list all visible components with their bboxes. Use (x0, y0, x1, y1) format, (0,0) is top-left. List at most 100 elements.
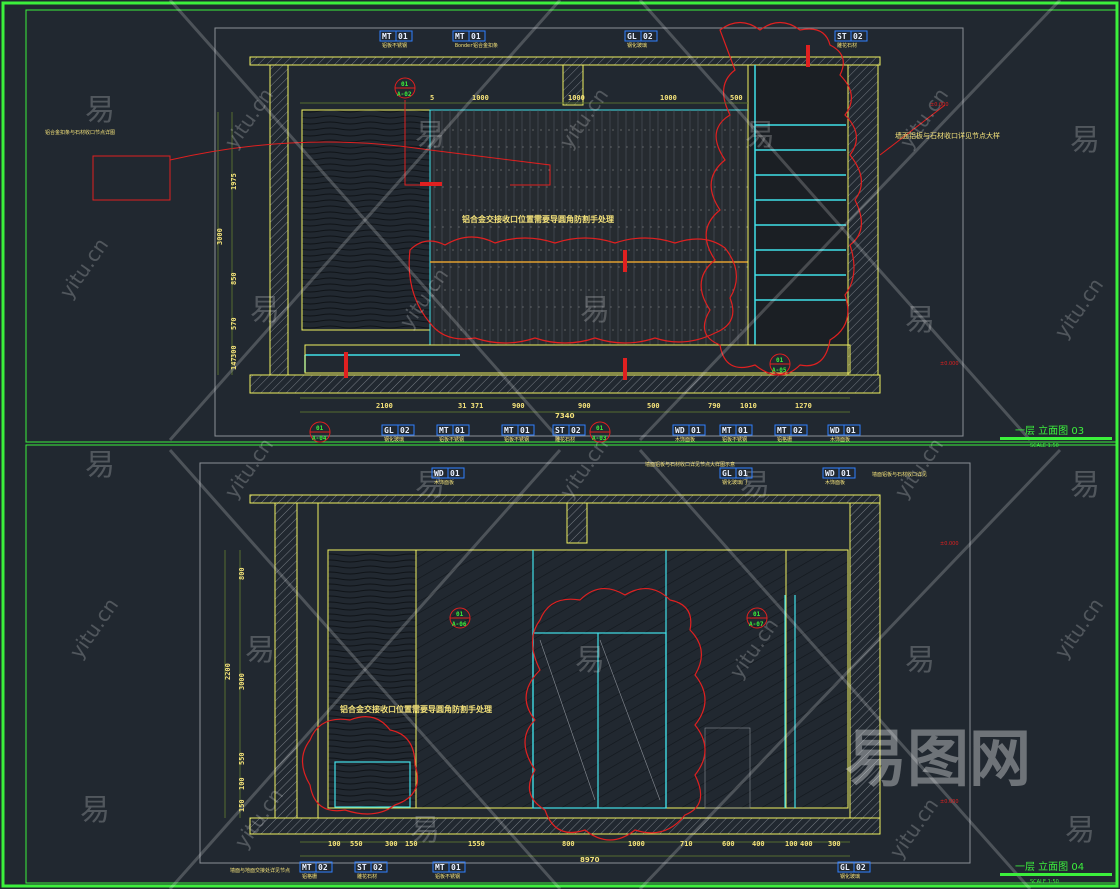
top-level: ±0.000 (930, 102, 949, 108)
watermark-glyph: 易 (1065, 813, 1095, 848)
bottom-dim: 2100 (376, 402, 393, 410)
section-number: 01 (776, 357, 784, 364)
elevation-04-scale: SCALE 1:50 (1030, 879, 1059, 885)
side-dim: 1975 (230, 173, 238, 190)
watermark-glyph: 易 (250, 293, 280, 328)
material-number: 02 (643, 32, 653, 41)
material-desc: 木饰面板 (830, 436, 850, 443)
watermark-glyph: 易 (80, 793, 110, 828)
section-marker[interactable]: 01A-07 (746, 607, 768, 629)
bottom-top-note: 墙面铝板与石材收口详见节点大样图示意 (645, 461, 735, 468)
section-number: 01 (596, 425, 604, 432)
bottom-dim: 300 (385, 840, 398, 848)
material-desc: 铝板不锈钢 (722, 436, 747, 443)
bottom-dim: 100 (328, 840, 341, 848)
material-number: 01 (455, 426, 465, 435)
material-desc: 木饰面板 (825, 479, 845, 486)
title-block-04: 一层 立面图 04 SCALE 1:50 (1000, 860, 1112, 885)
stone-panel (430, 110, 748, 345)
material-number: 01 (841, 469, 851, 478)
section-sheet: A-02 (397, 91, 412, 98)
top-right-note: 墙面铝板与石材收口详见节点大样 (895, 131, 1000, 140)
watermark-glyph: 易 (580, 293, 610, 328)
section-marker[interactable]: 01A-04 (309, 421, 331, 443)
bottom-dim: 1000 (628, 840, 645, 848)
material-number: 01 (691, 426, 701, 435)
section-number: 01 (316, 425, 324, 432)
elevation-03 (92, 21, 946, 413)
material-desc: 铝格栅 (777, 436, 792, 443)
section-sheet: A-05 (772, 367, 787, 374)
watermark-glyph: 易 (245, 633, 275, 668)
material-code: ST (555, 426, 565, 435)
material-code: GL (840, 863, 850, 872)
elevation-03-title: 一层 立面图 03 (1015, 424, 1084, 437)
watermark-site: yitu.cn (554, 433, 613, 502)
material-desc: 雕花石材 (555, 436, 575, 443)
section-number: 01 (456, 611, 464, 618)
material-code: WD (434, 469, 444, 478)
section-marker[interactable]: 01A-03 (589, 421, 611, 443)
bottom-dim: 900 (578, 402, 591, 410)
section-marker[interactable]: 01A-02 (394, 77, 416, 99)
bottom-dim: 900 (512, 402, 525, 410)
section-marker[interactable]: 01A-05 (769, 353, 791, 375)
material-number: 02 (318, 863, 328, 872)
side-dim: 800 (238, 567, 246, 580)
watermark-glyph: 易 (415, 118, 445, 153)
material-code: WD (825, 469, 835, 478)
material-number: 02 (853, 32, 863, 41)
material-number: 01 (398, 32, 408, 41)
side-dim: 300 (230, 345, 238, 358)
side-dim: 100 (238, 777, 246, 790)
bottom-dim: 500 (647, 402, 660, 410)
material-desc: 铝板不锈钢 (504, 436, 529, 443)
elevation-04-title: 一层 立面图 04 (1015, 860, 1084, 873)
bottom-dim: 1550 (468, 840, 485, 848)
material-desc: 铝板不锈钢 (382, 42, 407, 49)
material-code: MT (777, 426, 787, 435)
section-number: 01 (753, 611, 761, 618)
material-desc: 雕花石材 (837, 42, 857, 49)
top-total-dim: 7340 (555, 412, 575, 420)
material-desc: 雕花石材 (357, 873, 377, 880)
material-number: 02 (400, 426, 410, 435)
material-code: GL (627, 32, 637, 41)
top-dim: 5 (430, 94, 434, 102)
bottom-dim: 100 (785, 840, 798, 848)
watermark-glyph: 易 (415, 468, 445, 503)
top-dim: 1000 (568, 94, 585, 102)
watermark-site: yitu.cn (54, 233, 113, 302)
section-marker[interactable]: 01A-06 (449, 607, 471, 629)
top-side-note: 铝合金扣条与石材收口节点详图 (45, 129, 115, 136)
material-code: MT (435, 863, 445, 872)
watermark-glyph: 易 (905, 643, 935, 678)
side-dim: 850 (230, 272, 238, 285)
watermark-glyph: 易 (1070, 123, 1100, 158)
material-code: MT (504, 426, 514, 435)
material-desc: 钢化玻璃 (627, 42, 647, 49)
material-desc: 铝板不锈钢 (435, 873, 460, 880)
material-number: 02 (856, 863, 866, 872)
material-number: 01 (451, 863, 461, 872)
top-dim: 500 (730, 94, 743, 102)
top-dim: 1000 (660, 94, 677, 102)
watermark-glyph: 易 (905, 303, 935, 338)
material-desc: 钢化玻璃门 (722, 479, 747, 486)
material-number: 02 (793, 426, 803, 435)
bottom-level-floor: ±0.000 (940, 799, 959, 805)
material-desc: 铝格栅 (302, 873, 317, 880)
